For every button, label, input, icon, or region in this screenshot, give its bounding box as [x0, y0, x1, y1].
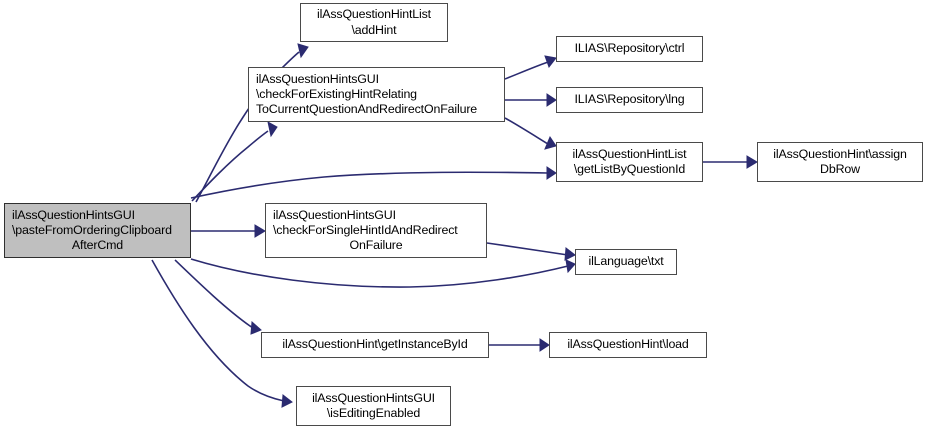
graph-node-label-line: \isEditingEnabled — [326, 406, 421, 420]
graph-node-label-line: ToCurrentQuestionAndRedirectOnFailure — [256, 102, 478, 117]
edge-getList-to-assignDbRow — [703, 155, 758, 169]
graph-node-label-line: \getListByQuestionId — [573, 162, 686, 176]
edge-getInstanceById-to-load — [489, 338, 550, 352]
graph-node-txt[interactable]: ilLanguage\txt — [575, 249, 677, 275]
graph-node-label-line: \checkForSingleHintIdAndRedirect — [273, 222, 458, 237]
edge-checkExisting-to-getList — [504, 117, 557, 150]
graph-node-getList[interactable]: ilAssQuestionHintList\getListByQuestionI… — [556, 142, 703, 182]
edge-root-to-isEditingEnabled — [151, 259, 293, 408]
edge-root-to-getList — [190, 166, 557, 199]
graph-node-isEditingEnabled[interactable]: ilAssQuestionHintsGUI\isEditingEnabled — [296, 386, 451, 426]
graph-node-checkSingle[interactable]: ilAssQuestionHintsGUI\checkForSingleHint… — [265, 203, 487, 258]
graph-node-getInstanceById[interactable]: ilAssQuestionHint\getInstanceById — [261, 332, 489, 358]
edge-root-to-getInstanceById — [174, 259, 262, 335]
graph-node-lng[interactable]: ILIAS\Repository\lng — [556, 87, 703, 113]
graph-node-label-line: ilAssQuestionHintsGUI — [256, 71, 379, 86]
edge-root-to-txt — [190, 258, 576, 288]
graph-node-label-line: ilAssQuestionHint\load — [567, 337, 689, 352]
edge-root-to-checkExisting — [191, 121, 278, 202]
graph-node-root[interactable]: ilAssQuestionHintsGUI\pasteFromOrderingC… — [4, 203, 191, 258]
graph-node-label-line: ilAssQuestionHintsGUI — [273, 207, 396, 222]
edge-checkExisting-to-ctrl — [504, 55, 557, 80]
graph-node-label-line: OnFailure — [349, 238, 403, 253]
graph-node-label-line: AfterCmd — [71, 238, 124, 253]
graph-node-label-line: ilAssQuestionHint\assign — [773, 146, 907, 161]
graph-node-label-line: \checkForExistingHintRelating — [256, 86, 417, 101]
graph-node-label-line: DbRow — [820, 162, 860, 176]
graph-node-label-line: ILIAS\Repository\ctrl — [574, 41, 685, 56]
graph-node-load[interactable]: ilAssQuestionHint\load — [549, 332, 707, 358]
graph-node-label-line: ilAssQuestionHintList — [572, 146, 687, 161]
graph-node-label-line: ilAssQuestionHintsGUI — [312, 390, 435, 405]
graph-node-label-line: ILIAS\Repository\lng — [574, 92, 685, 107]
graph-node-label-line: ilAssQuestionHint\getInstanceById — [282, 337, 468, 352]
graph-node-label-line: ilAssQuestionHintList — [317, 7, 431, 22]
graph-node-label-line: ilLanguage\txt — [588, 254, 664, 269]
graph-node-addHint[interactable]: ilAssQuestionHintList\addHint — [300, 3, 448, 42]
graph-node-label-line: ilAssQuestionHintsGUI — [12, 207, 135, 222]
graph-node-checkExisting[interactable]: ilAssQuestionHintsGUI\checkForExistingHi… — [248, 67, 505, 122]
edge-checkExisting-to-lng — [505, 93, 557, 107]
edge-root-to-checkSingle — [191, 224, 266, 238]
graph-node-ctrl[interactable]: ILIAS\Repository\ctrl — [556, 36, 703, 62]
graph-node-label-line: \pasteFromOrderingClipboard — [12, 222, 172, 237]
edge-checkSingle-to-txt — [486, 242, 576, 261]
graph-node-label-line: \addHint — [351, 22, 397, 37]
